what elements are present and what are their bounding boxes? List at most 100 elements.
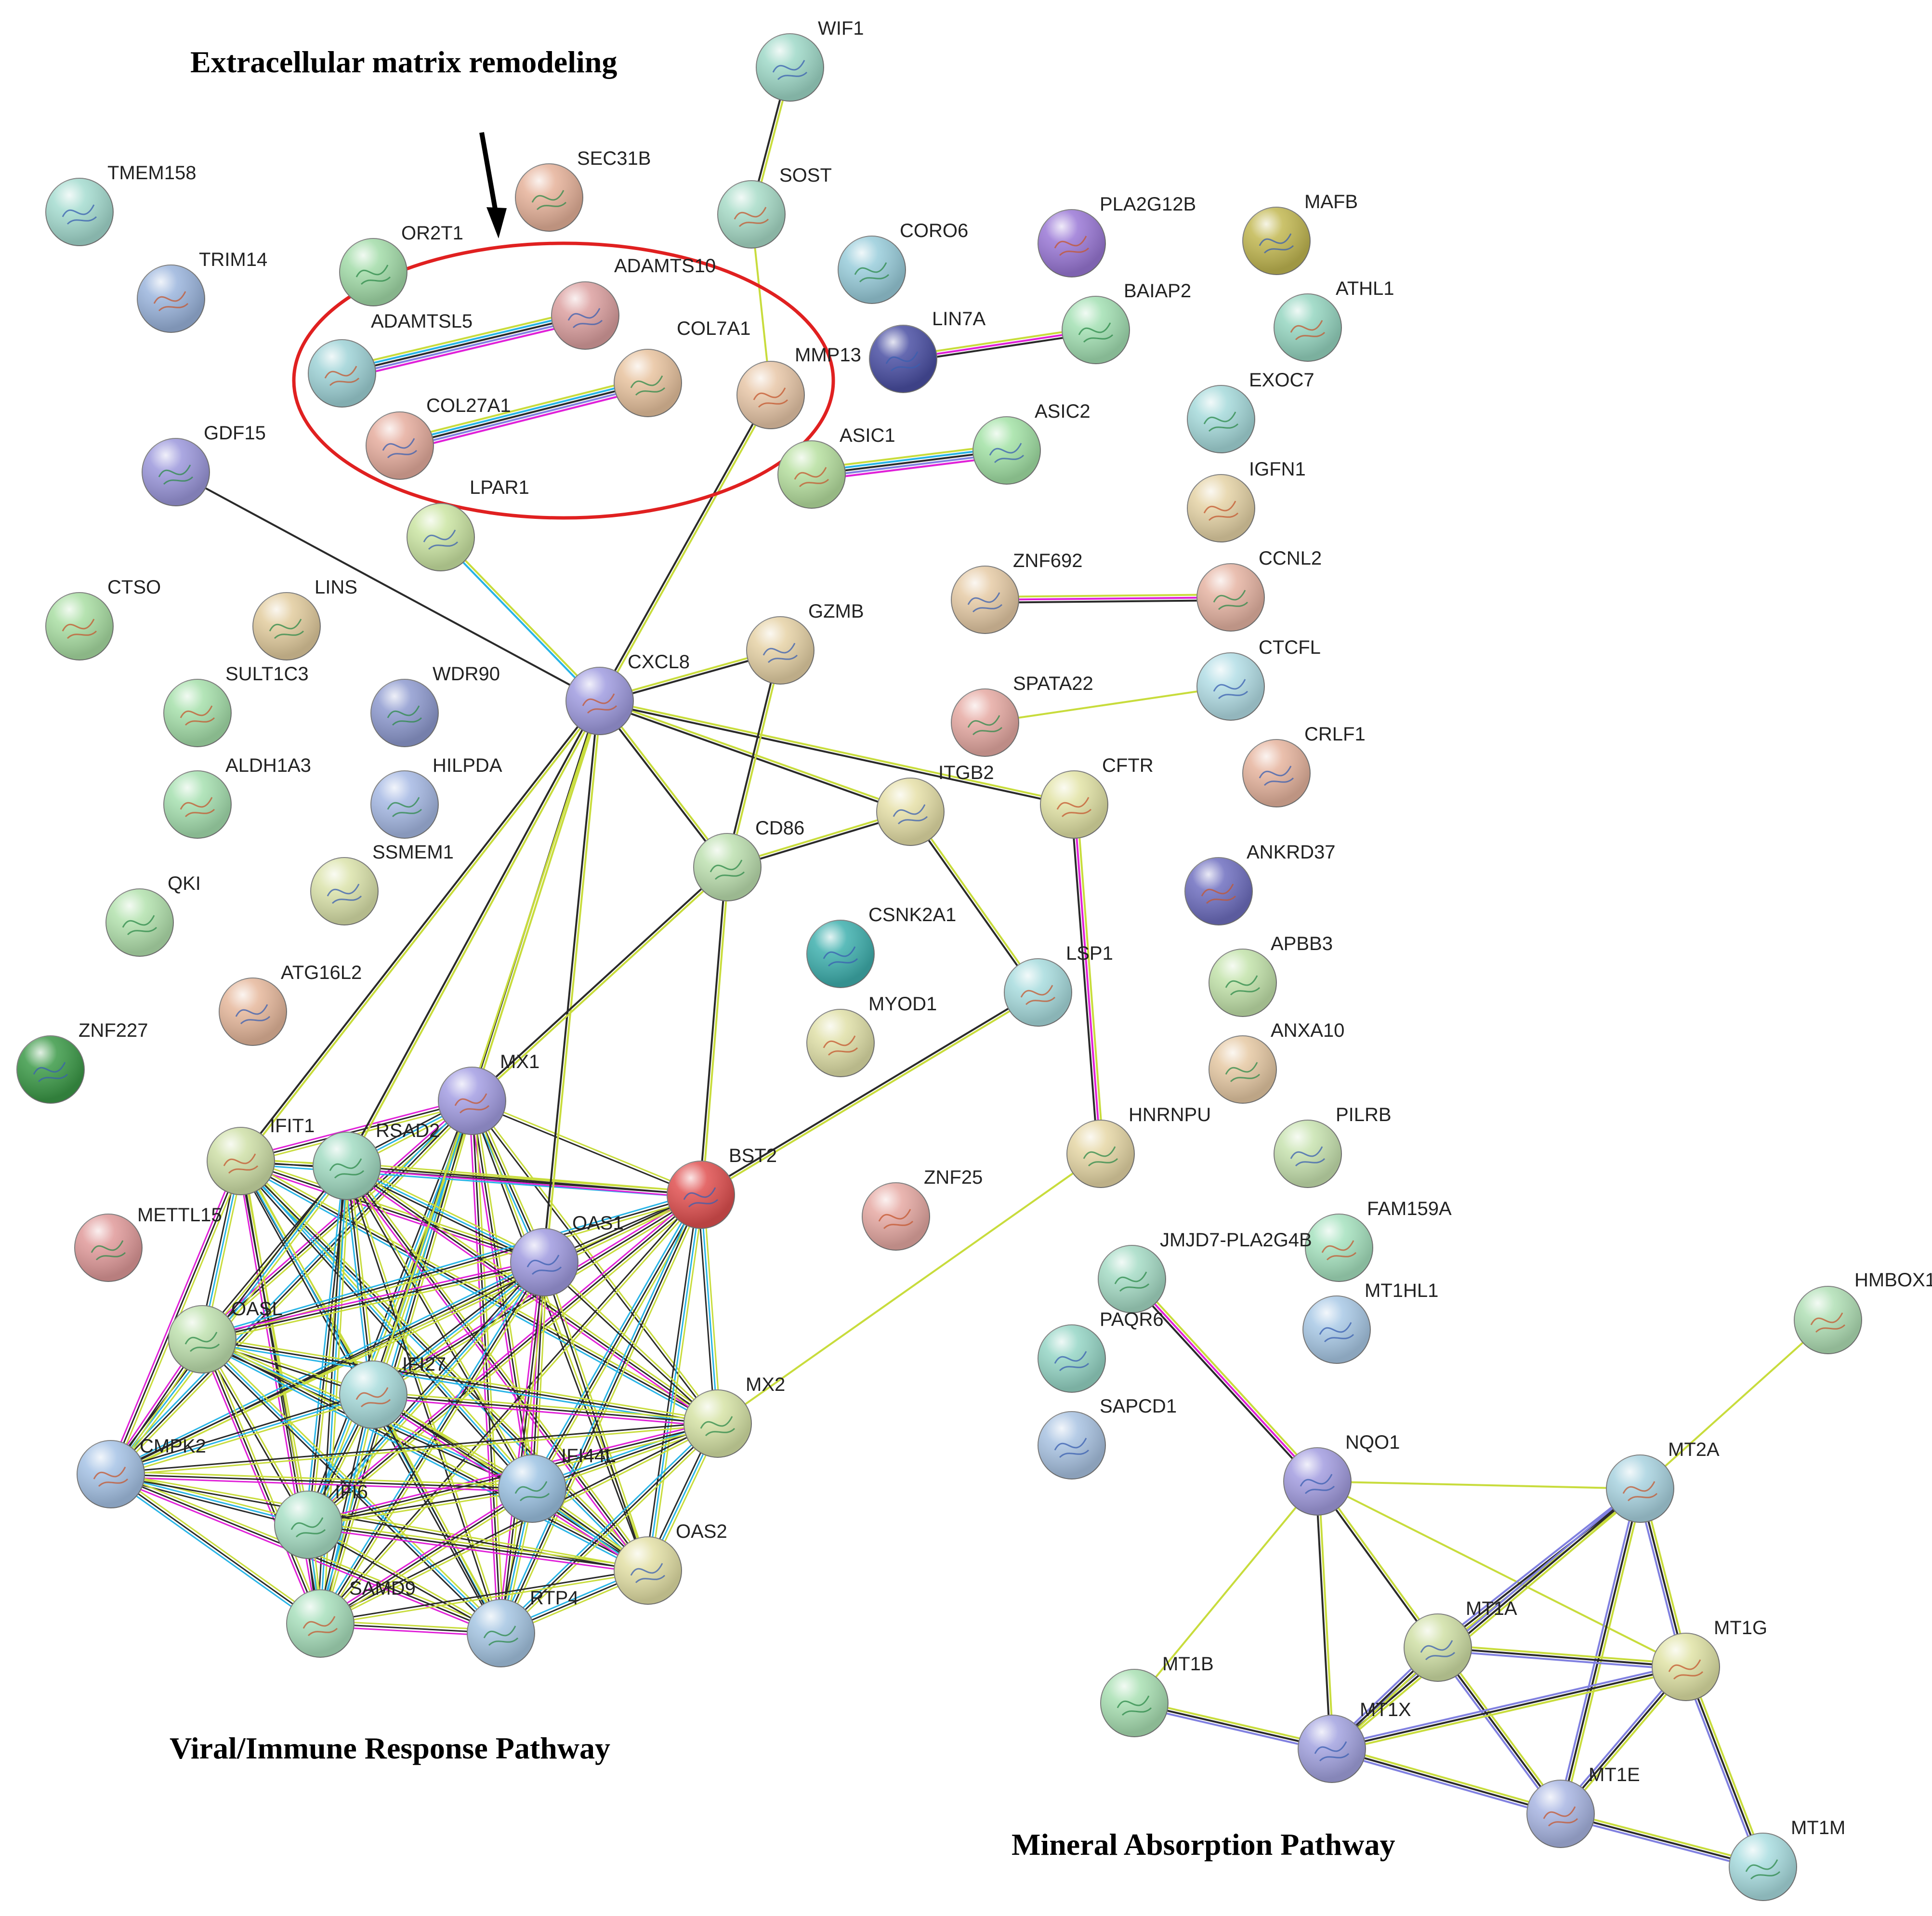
protein-structure-icon (324, 366, 360, 386)
protein-node[interactable]: JMJD7-PLA2G4B (1098, 1229, 1312, 1313)
protein-node[interactable]: MT1E (1526, 1764, 1640, 1848)
protein-node[interactable]: IFI27 (339, 1354, 446, 1429)
protein-node[interactable]: MYOD1 (806, 993, 937, 1077)
protein-node[interactable]: QKI (105, 873, 201, 957)
protein-node[interactable]: CTCFL (1196, 637, 1321, 721)
protein-node[interactable]: WIF1 (756, 18, 864, 102)
protein-node[interactable]: COL27A1 (366, 395, 511, 480)
protein-node[interactable]: MT1A (1404, 1598, 1517, 1682)
protein-node[interactable]: COL7A1 (614, 318, 750, 417)
protein-node[interactable]: IGFN1 (1187, 459, 1306, 542)
node-label: IGFN1 (1249, 459, 1306, 480)
protein-node[interactable]: ASIC1 (777, 425, 895, 509)
protein-node[interactable]: OR2T1 (339, 223, 463, 306)
protein-node[interactable]: TRIM14 (137, 249, 267, 333)
node-label: CTCFL (1259, 637, 1321, 658)
protein-node[interactable]: LSP1 (1004, 943, 1113, 1027)
node-label: LINS (315, 577, 357, 598)
protein-node[interactable]: LIN7A (869, 308, 986, 393)
protein-node[interactable]: SEC31B (515, 148, 651, 232)
protein-node[interactable]: METTL15 (74, 1204, 222, 1282)
protein-node[interactable]: MT2A (1606, 1439, 1720, 1523)
node-gloss (1652, 1633, 1720, 1701)
protein-node[interactable]: ATG16L2 (219, 962, 362, 1046)
network-edge (985, 686, 1231, 724)
node-label: SULT1C3 (225, 663, 309, 685)
protein-node[interactable]: CCNL2 (1196, 548, 1322, 632)
protein-node[interactable]: RTP4 (467, 1587, 579, 1667)
protein-node[interactable]: TMEM158 (45, 162, 197, 246)
protein-node[interactable]: CORO6 (838, 220, 968, 304)
protein-node[interactable]: IFIT1 (207, 1115, 315, 1195)
node-label: MX2 (746, 1374, 785, 1395)
protein-node[interactable]: SAPCD1 (1038, 1396, 1177, 1480)
protein-node[interactable]: MT1HL1 (1302, 1280, 1438, 1364)
protein-node[interactable]: HMBOX1 (1794, 1269, 1932, 1354)
protein-node[interactable]: SPATA22 (951, 673, 1093, 757)
protein-node[interactable]: MX1 (438, 1051, 539, 1135)
network-edge (725, 649, 783, 868)
protein-node[interactable]: MT1M (1729, 1817, 1845, 1901)
protein-node[interactable]: CXCL8 (565, 651, 690, 735)
protein-node[interactable]: HILPDA (370, 755, 502, 839)
protein-node[interactable]: LINS (252, 577, 357, 661)
protein-node[interactable]: NQO1 (1283, 1432, 1400, 1516)
protein-node[interactable]: SOST (717, 165, 832, 249)
protein-node[interactable]: GZMB (746, 601, 864, 685)
protein-node[interactable]: ZNF25 (862, 1167, 983, 1251)
protein-node[interactable]: PILRB (1274, 1104, 1392, 1188)
protein-node[interactable]: EXOC7 (1187, 370, 1314, 453)
protein-node[interactable]: SSMEM1 (310, 842, 454, 925)
node-gloss (1404, 1614, 1472, 1681)
node-label: MT1B (1162, 1653, 1214, 1675)
protein-node[interactable]: MX2 (683, 1374, 785, 1458)
protein-node[interactable]: ASIC2 (973, 401, 1091, 485)
protein-node[interactable]: CSNK2A1 (806, 904, 956, 988)
protein-node[interactable]: IFI6 (274, 1481, 368, 1559)
protein-node[interactable]: ITGB2 (876, 762, 994, 846)
protein-node[interactable]: ZNF227 (16, 1020, 148, 1104)
node-gloss (1298, 1715, 1366, 1783)
ecm-annotation: Extracellular matrix remodeling (190, 45, 617, 79)
protein-node[interactable]: ANKRD37 (1184, 842, 1336, 925)
protein-node[interactable]: ALDH1A3 (163, 755, 311, 839)
protein-node[interactable]: LPAR1 (407, 477, 529, 571)
protein-node[interactable]: OAS1 (510, 1213, 624, 1296)
protein-node[interactable]: BAIAP2 (1062, 280, 1191, 364)
protein-node[interactable]: MT1X (1298, 1699, 1411, 1783)
protein-node[interactable]: BST2 (667, 1145, 777, 1229)
protein-node[interactable]: CD86 (693, 818, 804, 901)
protein-node[interactable]: MT1B (1100, 1653, 1214, 1737)
protein-node[interactable]: WDR90 (370, 663, 500, 747)
protein-node[interactable]: SAMD9 (286, 1578, 416, 1658)
protein-node[interactable]: SULT1C3 (163, 663, 309, 747)
protein-node[interactable]: HNRNPU (1066, 1104, 1211, 1188)
network-edge (908, 810, 1040, 994)
protein-node[interactable]: ADAMTS10 (551, 255, 716, 350)
protein-node[interactable]: MAFB (1242, 191, 1358, 275)
protein-node[interactable]: CFTR (1040, 755, 1154, 839)
protein-node[interactable]: ADAMTSL5 (308, 311, 473, 408)
protein-node[interactable]: CTSO (45, 577, 161, 661)
node-gloss (311, 858, 378, 925)
protein-node[interactable]: ATHL1 (1274, 278, 1394, 362)
protein-node[interactable]: APBB3 (1209, 933, 1333, 1017)
network-edge (698, 867, 730, 1195)
protein-node[interactable]: CMPK2 (77, 1436, 206, 1508)
protein-node[interactable]: PAQR6 (1038, 1309, 1164, 1393)
protein-node[interactable]: RSAD2 (313, 1120, 440, 1200)
protein-node[interactable]: PLA2G12B (1038, 194, 1196, 277)
protein-node[interactable]: IFI44L (498, 1445, 616, 1523)
protein-structure-icon (762, 643, 798, 663)
protein-node[interactable]: FAM159A (1305, 1198, 1452, 1282)
protein-node[interactable]: OASL (168, 1298, 283, 1374)
protein-node[interactable]: MMP13 (736, 344, 861, 429)
protein-node[interactable]: MT1G (1652, 1617, 1767, 1701)
protein-node[interactable]: GDF15 (142, 423, 266, 506)
protein-node[interactable]: ZNF692 (951, 550, 1083, 634)
protein-node[interactable]: ANXA10 (1209, 1020, 1344, 1104)
cluster-edge (316, 1099, 476, 1625)
protein-node[interactable]: OAS2 (614, 1521, 727, 1605)
node-gloss (973, 417, 1040, 484)
protein-node[interactable]: CRLF1 (1242, 724, 1366, 807)
